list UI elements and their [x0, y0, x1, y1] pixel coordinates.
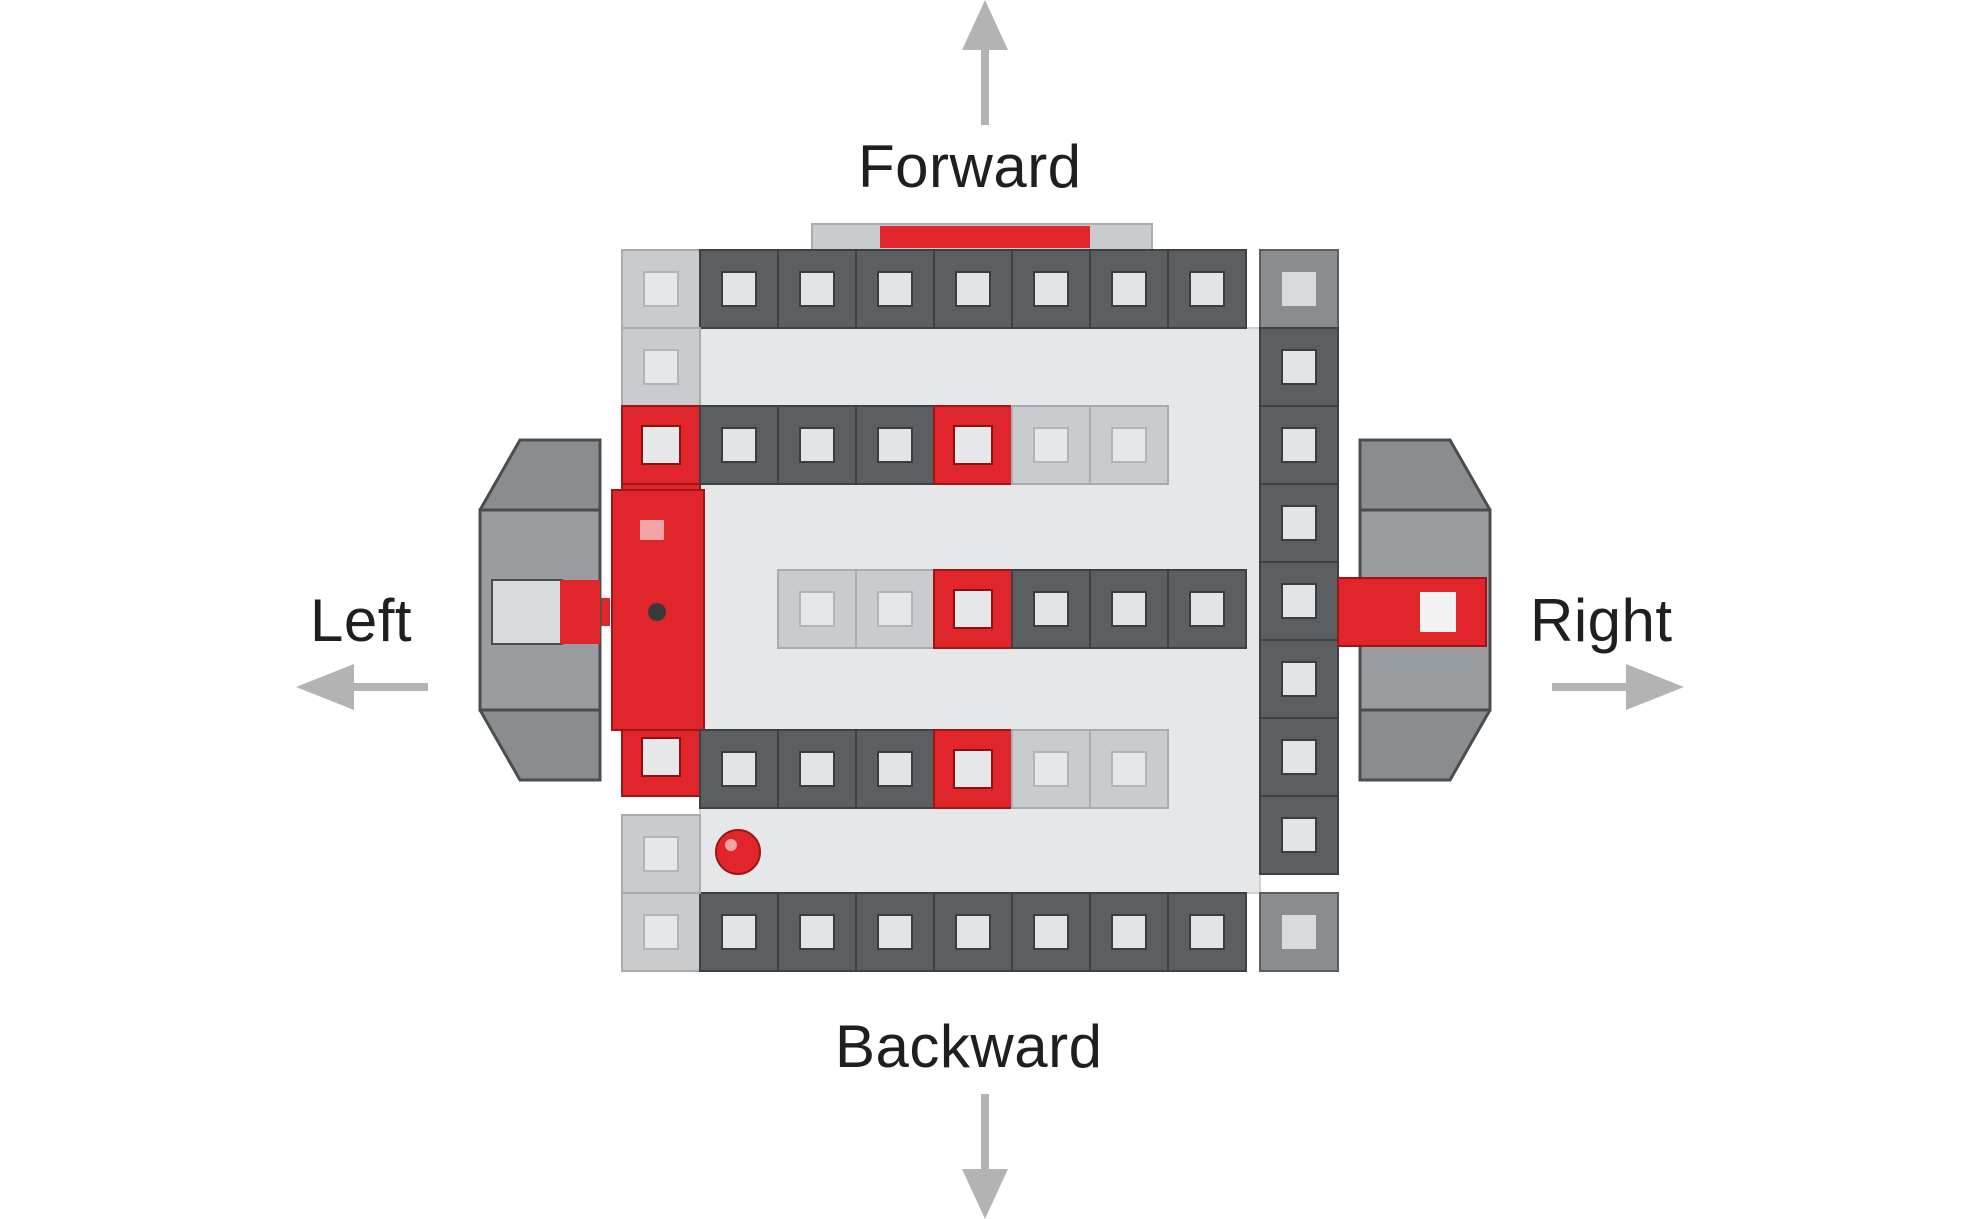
arrow-down-icon [962, 1094, 1008, 1219]
right-wheel-icon [1337, 438, 1492, 782]
forward-label: Forward [858, 133, 1082, 200]
ball-caster-icon [715, 829, 761, 875]
right-label: Right [1530, 587, 1673, 654]
backward-label: Backward [835, 1013, 1103, 1080]
arrow-left-icon [296, 664, 428, 710]
bottom-frame-row [621, 892, 1339, 972]
right-frame-column [1259, 327, 1339, 875]
left-label: Left [310, 587, 413, 654]
inner-bar-middle [777, 569, 1247, 649]
arrow-right-icon [1552, 664, 1684, 710]
inner-bar-lower [699, 729, 1169, 809]
left-wheel-icon [478, 438, 602, 782]
top-frame-row [621, 249, 1339, 329]
arrow-up-icon [962, 0, 1008, 125]
inner-bar-upper [699, 405, 1169, 485]
